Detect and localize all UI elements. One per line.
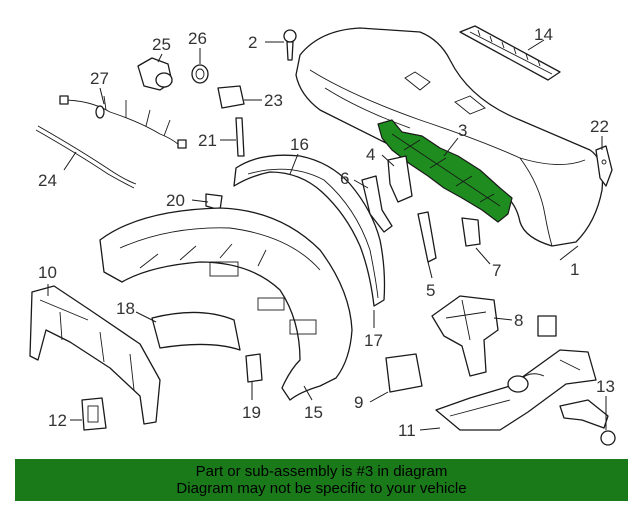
callout-7: 7 <box>492 261 501 280</box>
part-11-tow-hitch[interactable] <box>435 315 597 431</box>
banner-line-1: Part or sub-assembly is #3 in diagram <box>195 463 448 480</box>
part-2-push-pin[interactable] <box>283 29 297 61</box>
part-3-impact-absorber[interactable] <box>377 119 513 223</box>
callout-23: 23 <box>264 91 283 110</box>
part-6-bracket[interactable] <box>361 175 393 233</box>
callout-6: 6 <box>340 169 349 188</box>
callout-10: 10 <box>38 263 57 282</box>
callout-13: 13 <box>596 377 615 396</box>
leader-lines <box>47 39 607 431</box>
banner-line-2: Diagram may not be specific to your vehi… <box>176 480 467 497</box>
part-23-bracket[interactable] <box>217 85 245 109</box>
callout-5: 5 <box>426 281 435 300</box>
callout-14: 14 <box>534 25 553 44</box>
callout-20: 20 <box>166 191 185 210</box>
callout-12: 12 <box>48 411 67 430</box>
callout-8: 8 <box>514 311 523 330</box>
part-1-bumper-cover[interactable] <box>295 27 604 247</box>
part-26-sensor-ring[interactable] <box>191 64 209 84</box>
callout-24: 24 <box>38 171 57 190</box>
part-24-cable[interactable] <box>35 125 137 189</box>
part-4-bracket[interactable] <box>387 155 413 203</box>
callout-2: 2 <box>248 33 257 52</box>
callout-1: 1 <box>570 260 579 279</box>
callout-16: 16 <box>290 135 309 154</box>
part-9-plate[interactable] <box>385 353 423 393</box>
part-21-rod[interactable] <box>235 117 245 157</box>
part-7-bracket[interactable] <box>461 217 481 247</box>
part-25-sensor[interactable] <box>137 57 173 91</box>
part-22-clip[interactable] <box>595 145 613 187</box>
parts-diagram: 1 2 3 4 5 6 7 8 9 10 11 12 13 14 15 16 1… <box>29 25 616 446</box>
callout-11: 11 <box>398 421 416 440</box>
callout-22: 22 <box>590 117 609 136</box>
callout-18: 18 <box>116 299 135 318</box>
callout-19: 19 <box>242 403 261 422</box>
callout-26: 26 <box>188 29 207 48</box>
part-16-trim[interactable] <box>233 154 386 307</box>
part-18-reinforcement[interactable] <box>151 311 241 351</box>
callout-4: 4 <box>366 145 375 164</box>
fitment-banner: Part or sub-assembly is #3 in diagram Di… <box>15 459 628 501</box>
callout-15: 15 <box>304 403 323 422</box>
part-19-clip[interactable] <box>245 353 263 383</box>
part-10-support[interactable] <box>29 285 161 425</box>
callout-17: 17 <box>364 331 383 350</box>
part-8-bracket[interactable] <box>431 295 499 377</box>
part-27-wiring-harness[interactable] <box>59 95 187 149</box>
part-5-bracket[interactable] <box>417 211 437 263</box>
callout-21: 21 <box>198 131 217 150</box>
callout-3: 3 <box>458 121 467 140</box>
callout-9: 9 <box>354 393 363 412</box>
part-12-plate[interactable] <box>81 397 107 431</box>
callout-25: 25 <box>152 35 171 54</box>
callout-labels: 1 2 3 4 5 6 7 8 9 10 11 12 13 14 15 16 1… <box>38 25 615 440</box>
callout-27: 27 <box>90 69 109 88</box>
part-14-trim-strip[interactable] <box>459 25 561 81</box>
part-13-ball-mount[interactable] <box>559 399 616 446</box>
